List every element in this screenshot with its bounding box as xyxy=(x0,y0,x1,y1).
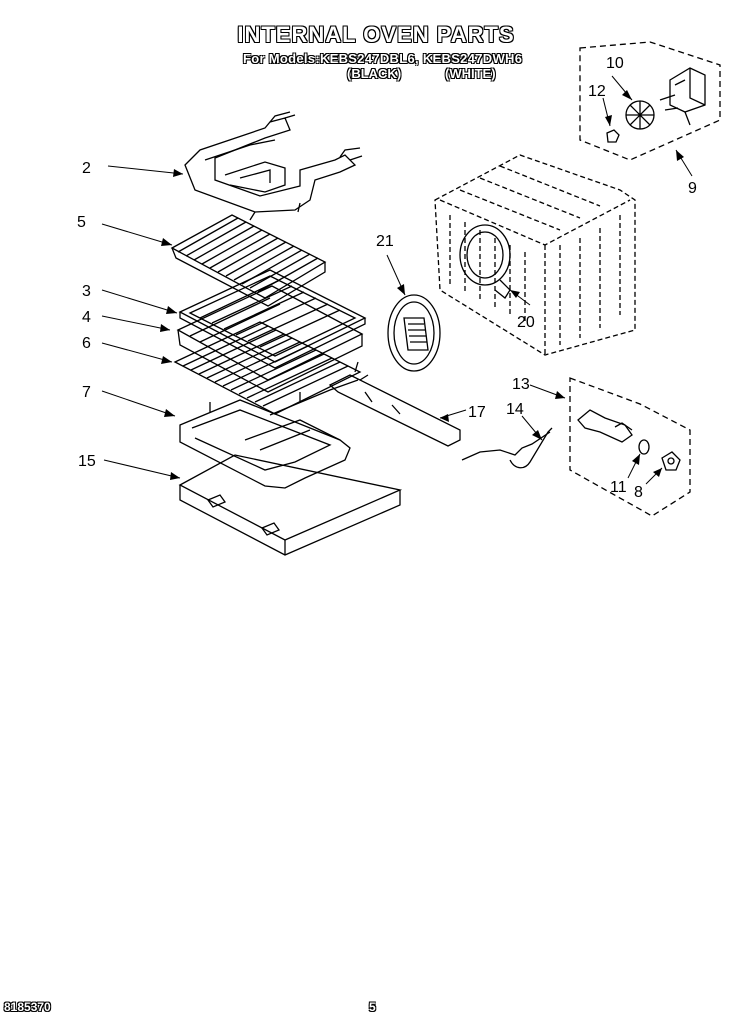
callout-5: 5 xyxy=(77,214,86,231)
meat-probe xyxy=(461,427,553,469)
broiler-pan-grid xyxy=(178,269,367,369)
variant-white: (WHITE) xyxy=(445,66,496,81)
callout-12: 12 xyxy=(588,83,606,100)
callout-9: 9 xyxy=(688,180,697,197)
callout-4: 4 xyxy=(82,309,91,326)
doc-number: 8185370 xyxy=(4,1000,51,1014)
lamp-group xyxy=(569,377,691,517)
leader-lines xyxy=(101,75,693,485)
bake-element xyxy=(179,374,369,489)
convection-element xyxy=(459,224,511,299)
oven-rack xyxy=(170,214,327,307)
callout-13: 13 xyxy=(512,376,530,393)
arrowheads xyxy=(160,90,684,480)
callout-14: 14 xyxy=(506,401,524,418)
callout-labels: 2 5 3 4 6 7 15 21 20 10 12 9 13 14 17 11… xyxy=(77,55,697,501)
callout-21: 21 xyxy=(376,233,394,250)
fan-cover xyxy=(387,294,441,372)
oven-cavity xyxy=(434,154,636,356)
callout-2: 2 xyxy=(82,160,91,177)
page-title: INTERNAL OVEN PARTS xyxy=(237,22,515,47)
model-numbers: For Models:KEBS247DBL6, KEBS247DWH6 xyxy=(243,51,523,66)
callout-17: 17 xyxy=(468,404,486,421)
callout-6: 6 xyxy=(82,335,91,352)
callout-15: 15 xyxy=(78,453,96,470)
variant-black: (BLACK) xyxy=(347,66,402,81)
callout-7: 7 xyxy=(82,384,91,401)
storage-drawer xyxy=(178,454,403,556)
callout-20: 20 xyxy=(517,314,535,331)
callout-10: 10 xyxy=(606,55,624,72)
callout-11: 11 xyxy=(610,479,627,496)
broil-element xyxy=(184,111,363,221)
callout-3: 3 xyxy=(82,283,91,300)
fan-motor-group xyxy=(579,41,721,161)
callout-8: 8 xyxy=(634,484,643,501)
page-number: 5 xyxy=(369,1000,376,1014)
element-bracket xyxy=(328,361,461,447)
rack-insert xyxy=(173,321,362,415)
